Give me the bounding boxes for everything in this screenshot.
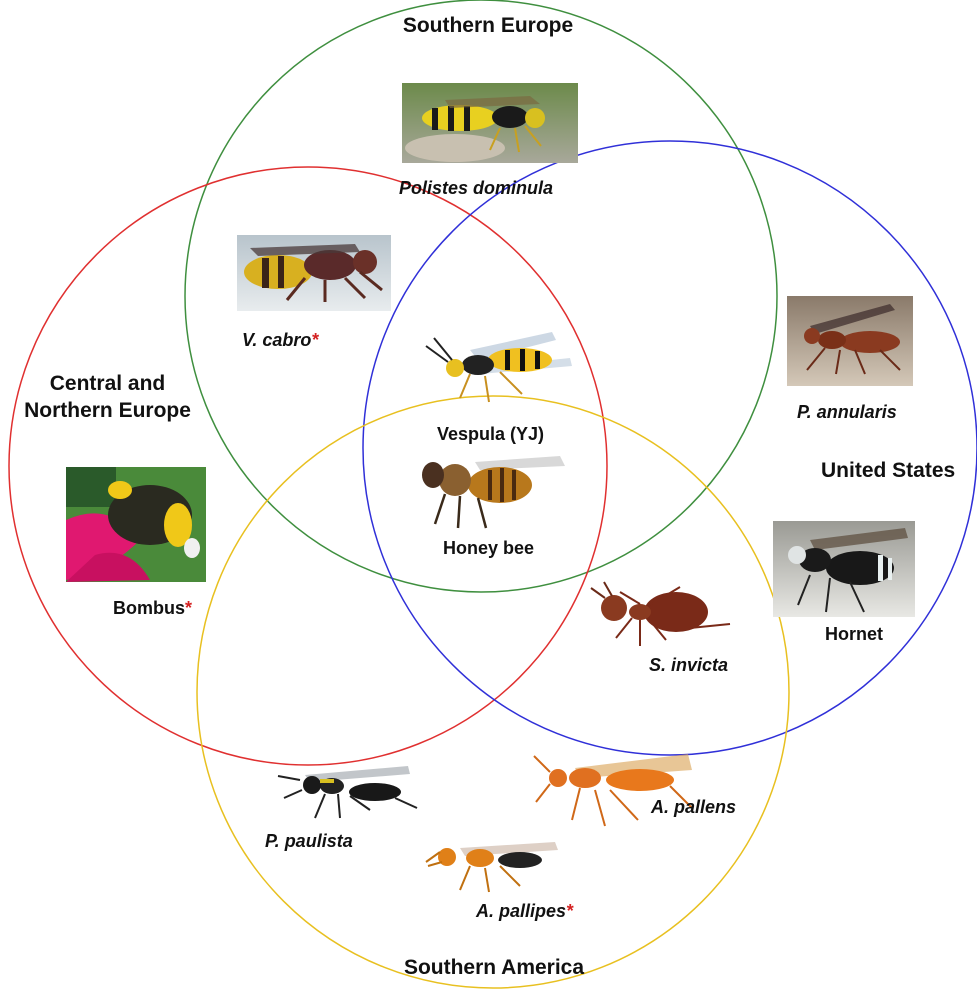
honey-bee-icon bbox=[422, 456, 565, 528]
united-states-label: United States bbox=[821, 457, 955, 484]
bumblebee-icon bbox=[66, 467, 206, 582]
paper-wasp-icon bbox=[402, 83, 578, 163]
p-annularis-label: P. annularis bbox=[797, 402, 897, 423]
fire-ant-icon bbox=[591, 582, 730, 646]
a-pallens-label: A. pallens bbox=[651, 797, 736, 818]
hornet-label: Hornet bbox=[825, 624, 883, 645]
bald-faced-hornet-icon bbox=[773, 521, 915, 617]
p-paulista-label: P. paulista bbox=[265, 831, 353, 852]
a-pallipes-label: A. pallipes* bbox=[476, 901, 573, 922]
hornet-european-icon bbox=[237, 235, 391, 311]
bombus-label: Bombus* bbox=[113, 598, 192, 619]
orange-wasp-small-icon bbox=[426, 842, 558, 892]
s-invicta-label: S. invicta bbox=[649, 655, 728, 676]
southern-europe-label: Southern Europe bbox=[388, 12, 588, 39]
honey-bee-label: Honey bee bbox=[443, 538, 534, 559]
yellowjacket-icon bbox=[426, 332, 572, 402]
a-pallipes-asterisk: * bbox=[566, 901, 573, 921]
bombus-name: Bombus bbox=[113, 598, 185, 618]
polistes-dominula-label: Polistes dominula bbox=[399, 178, 553, 199]
black-wasp-icon bbox=[278, 766, 417, 818]
v-cabro-name: V. cabro bbox=[242, 330, 311, 350]
central-northern-europe-line1: Central and bbox=[10, 370, 205, 397]
v-cabro-label: V. cabro* bbox=[242, 330, 318, 351]
central-northern-europe-label: Central and Northern Europe bbox=[10, 370, 205, 424]
vespula-label: Vespula (YJ) bbox=[437, 424, 544, 445]
a-pallipes-name: A. pallipes bbox=[476, 901, 566, 921]
southern-america-label: Southern America bbox=[385, 954, 603, 981]
red-paper-wasp-icon bbox=[787, 296, 913, 386]
v-cabro-asterisk: * bbox=[311, 330, 318, 350]
bombus-asterisk: * bbox=[185, 598, 192, 618]
central-northern-europe-line2: Northern Europe bbox=[10, 397, 205, 424]
